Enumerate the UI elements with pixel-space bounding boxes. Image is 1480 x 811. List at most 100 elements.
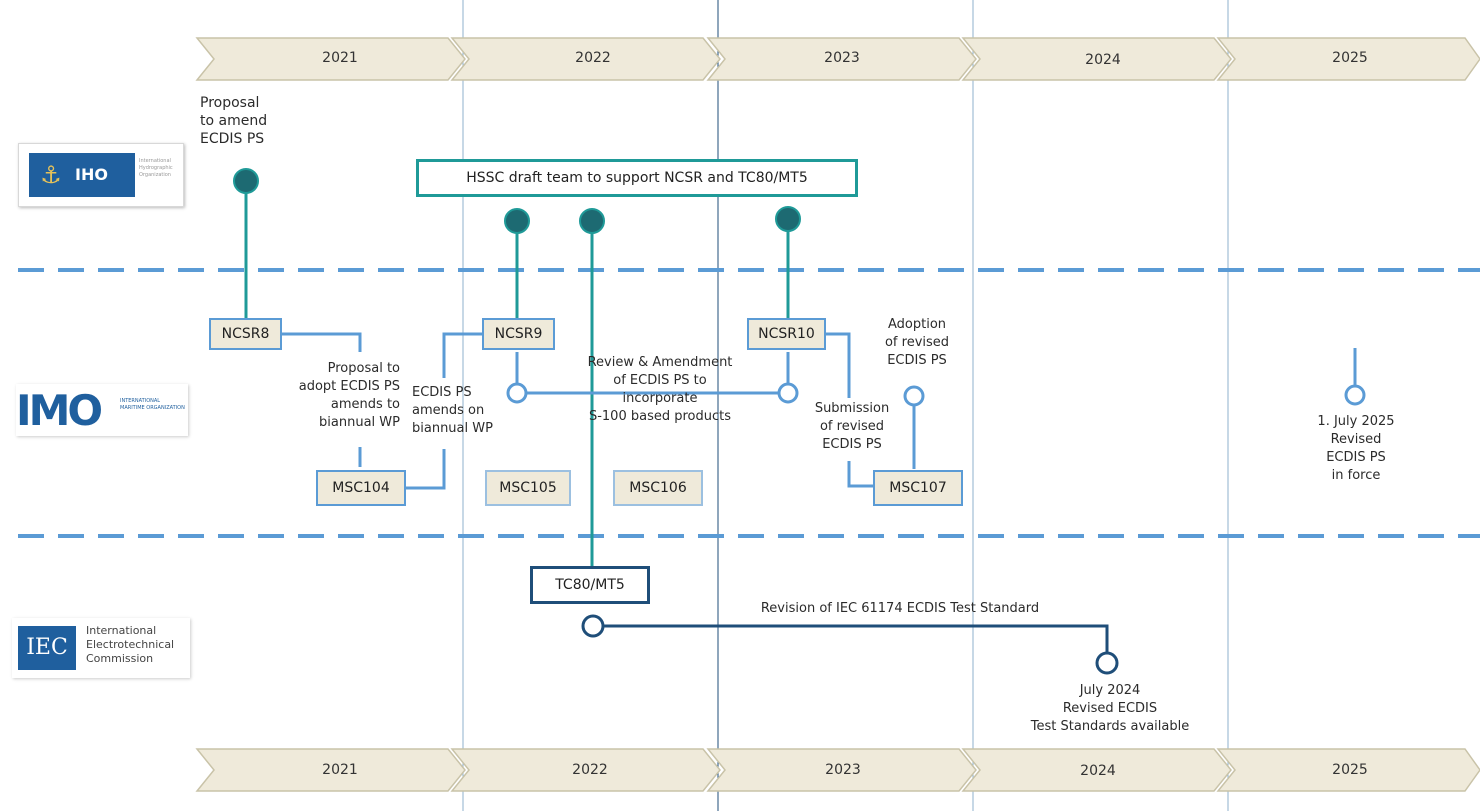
label-line: of ECDIS PS to [613, 373, 707, 388]
ncsr10-box: NCSR10 [747, 318, 826, 350]
year-top-2024: 2024 [1085, 52, 1121, 68]
milestone-iho-ncsr10 [775, 206, 801, 232]
milestone-iho-tc80 [579, 208, 605, 234]
label-line: ECDIS PS [412, 385, 472, 400]
iho-logo-name: International Hydrographic Organization [139, 158, 173, 178]
label-line: Revised [1330, 432, 1382, 447]
link-submission-msc107 [847, 461, 873, 488]
label-line: Proposal to [327, 361, 400, 376]
year-bottom-2025: 2025 [1332, 762, 1368, 778]
label-review-amendment: Review & Amendment of ECDIS PS to incorp… [570, 354, 750, 426]
iec-name-line2: Electrotechnical [86, 638, 175, 651]
label-in-force: 1. July 2025 Revised ECDIS PS in force [1296, 413, 1416, 485]
label-line: Revised ECDIS [1062, 701, 1158, 716]
label-line: of revised [819, 419, 885, 434]
label-line: Review & Amendment [587, 355, 733, 370]
chevron-top-2023 [706, 37, 977, 81]
chevron-top-2024 [961, 37, 1232, 81]
milestone-iho-proposal [233, 168, 259, 194]
msc106-box: MSC106 [613, 470, 703, 506]
iec-revision-bar [604, 624, 1109, 654]
label-line: amends on [412, 403, 485, 418]
label-line: biannual WP [319, 415, 400, 430]
year-bottom-2021: 2021 [322, 762, 358, 778]
iec-logo-abbr: IEC [18, 626, 76, 670]
year-bottom-2022: 2022 [572, 762, 608, 778]
imo-logo-name: INTERNATIONAL MARITIME ORGANIZATION [120, 398, 185, 411]
msc105-box: MSC105 [485, 470, 571, 506]
label-ecdis-amends: ECDIS PS amends on biannual WP [412, 384, 493, 438]
milestone-iec-start [581, 614, 605, 638]
label-line: ECDIS PS [1326, 450, 1386, 465]
section-separators [18, 268, 1480, 538]
year-top-2025: 2025 [1332, 50, 1368, 66]
chevron-top-2025 [1216, 37, 1480, 81]
label-line: Test Standards available [1030, 719, 1190, 734]
ncsr9-box: NCSR9 [482, 318, 555, 350]
milestone-review-end [777, 382, 799, 404]
msc104-box: MSC104 [316, 470, 406, 506]
link-msc104-ecdis [406, 449, 446, 490]
connectors [244, 185, 1357, 654]
link-ncsr8-proposal [282, 332, 362, 352]
chevron-top-2022 [450, 37, 721, 81]
milestone-iec-available [1095, 651, 1119, 675]
link-ecdis-ncsr9 [442, 332, 482, 378]
iho-logo-abbr: IHO [75, 165, 108, 184]
label-proposal-adopt: Proposal to adopt ECDIS PS amends to bia… [270, 360, 400, 432]
label-iec-revision: Revision of IEC 61174 ECDIS Test Standar… [760, 601, 1040, 616]
iho-logo: ⚓ IHO International Hydrographic Organiz… [18, 143, 184, 207]
label-line: July 2024 [1079, 683, 1141, 698]
iec-name-line1: International [86, 624, 157, 637]
year-bottom-2023: 2023 [825, 762, 861, 778]
milestone-adoption [903, 385, 925, 407]
label-line: biannual WP [412, 421, 493, 436]
label-submission: Submission of revised ECDIS PS [802, 400, 902, 454]
label-line: in force [1331, 468, 1381, 483]
label-line: ECDIS PS [200, 131, 265, 147]
link-ncsr10-submission [826, 332, 851, 398]
milestone-in-force [1344, 384, 1366, 406]
timeline-top [195, 37, 1480, 81]
label-line: of revised [884, 335, 950, 350]
label-july-2024: July 2024 Revised ECDIS Test Standards a… [1030, 682, 1190, 736]
chevron-bottom-2022 [450, 748, 721, 792]
label-line: Adoption [887, 317, 947, 332]
msc107-box: MSC107 [873, 470, 963, 506]
label-proposal-amend: Proposal to amend ECDIS PS [200, 94, 267, 148]
chevron-bottom-2023 [706, 748, 977, 792]
year-top-2022: 2022 [575, 50, 611, 66]
iec-logo: IEC International Electrotechnical Commi… [12, 618, 190, 678]
chevron-bottom-2021 [195, 748, 466, 792]
anchor-icon: ⚓ [40, 161, 62, 189]
label-line: 1. July 2025 [1317, 414, 1395, 429]
tc80-mt5-box: TC80/MT5 [530, 566, 650, 604]
label-line: S-100 based products [588, 409, 732, 424]
label-line: Submission [814, 401, 890, 416]
chevron-top-2021 [195, 37, 466, 81]
label-line: incorporate [622, 391, 698, 406]
iho-logo-band: ⚓ IHO [29, 153, 135, 197]
iec-logo-name: International Electrotechnical Commissio… [86, 624, 174, 666]
year-top-2021: 2021 [322, 50, 358, 66]
chevron-bottom-2024 [961, 748, 1232, 792]
label-line: adopt ECDIS PS [298, 379, 400, 394]
label-adoption: Adoption of revised ECDIS PS [872, 316, 962, 370]
chevron-bottom-2025 [1216, 748, 1480, 792]
milestones [233, 168, 1366, 675]
imo-logo: IMO INTERNATIONAL MARITIME ORGANIZATION [16, 384, 188, 436]
year-bottom-2024: 2024 [1080, 763, 1116, 779]
label-line: to amend [200, 113, 268, 129]
imo-logo-abbr: IMO [16, 386, 103, 435]
label-line: ECDIS PS [887, 353, 947, 368]
iec-name-line3: Commission [86, 652, 154, 665]
label-line: Proposal [200, 95, 260, 111]
hssc-draft-team-box: HSSC draft team to support NCSR and TC80… [416, 159, 858, 197]
label-line: amends to [330, 397, 400, 412]
year-dividers [462, 0, 1229, 811]
milestone-review-start [506, 382, 528, 404]
ncsr8-box: NCSR8 [209, 318, 282, 350]
year-top-2023: 2023 [824, 50, 860, 66]
milestone-iho-ncsr9 [504, 208, 530, 234]
